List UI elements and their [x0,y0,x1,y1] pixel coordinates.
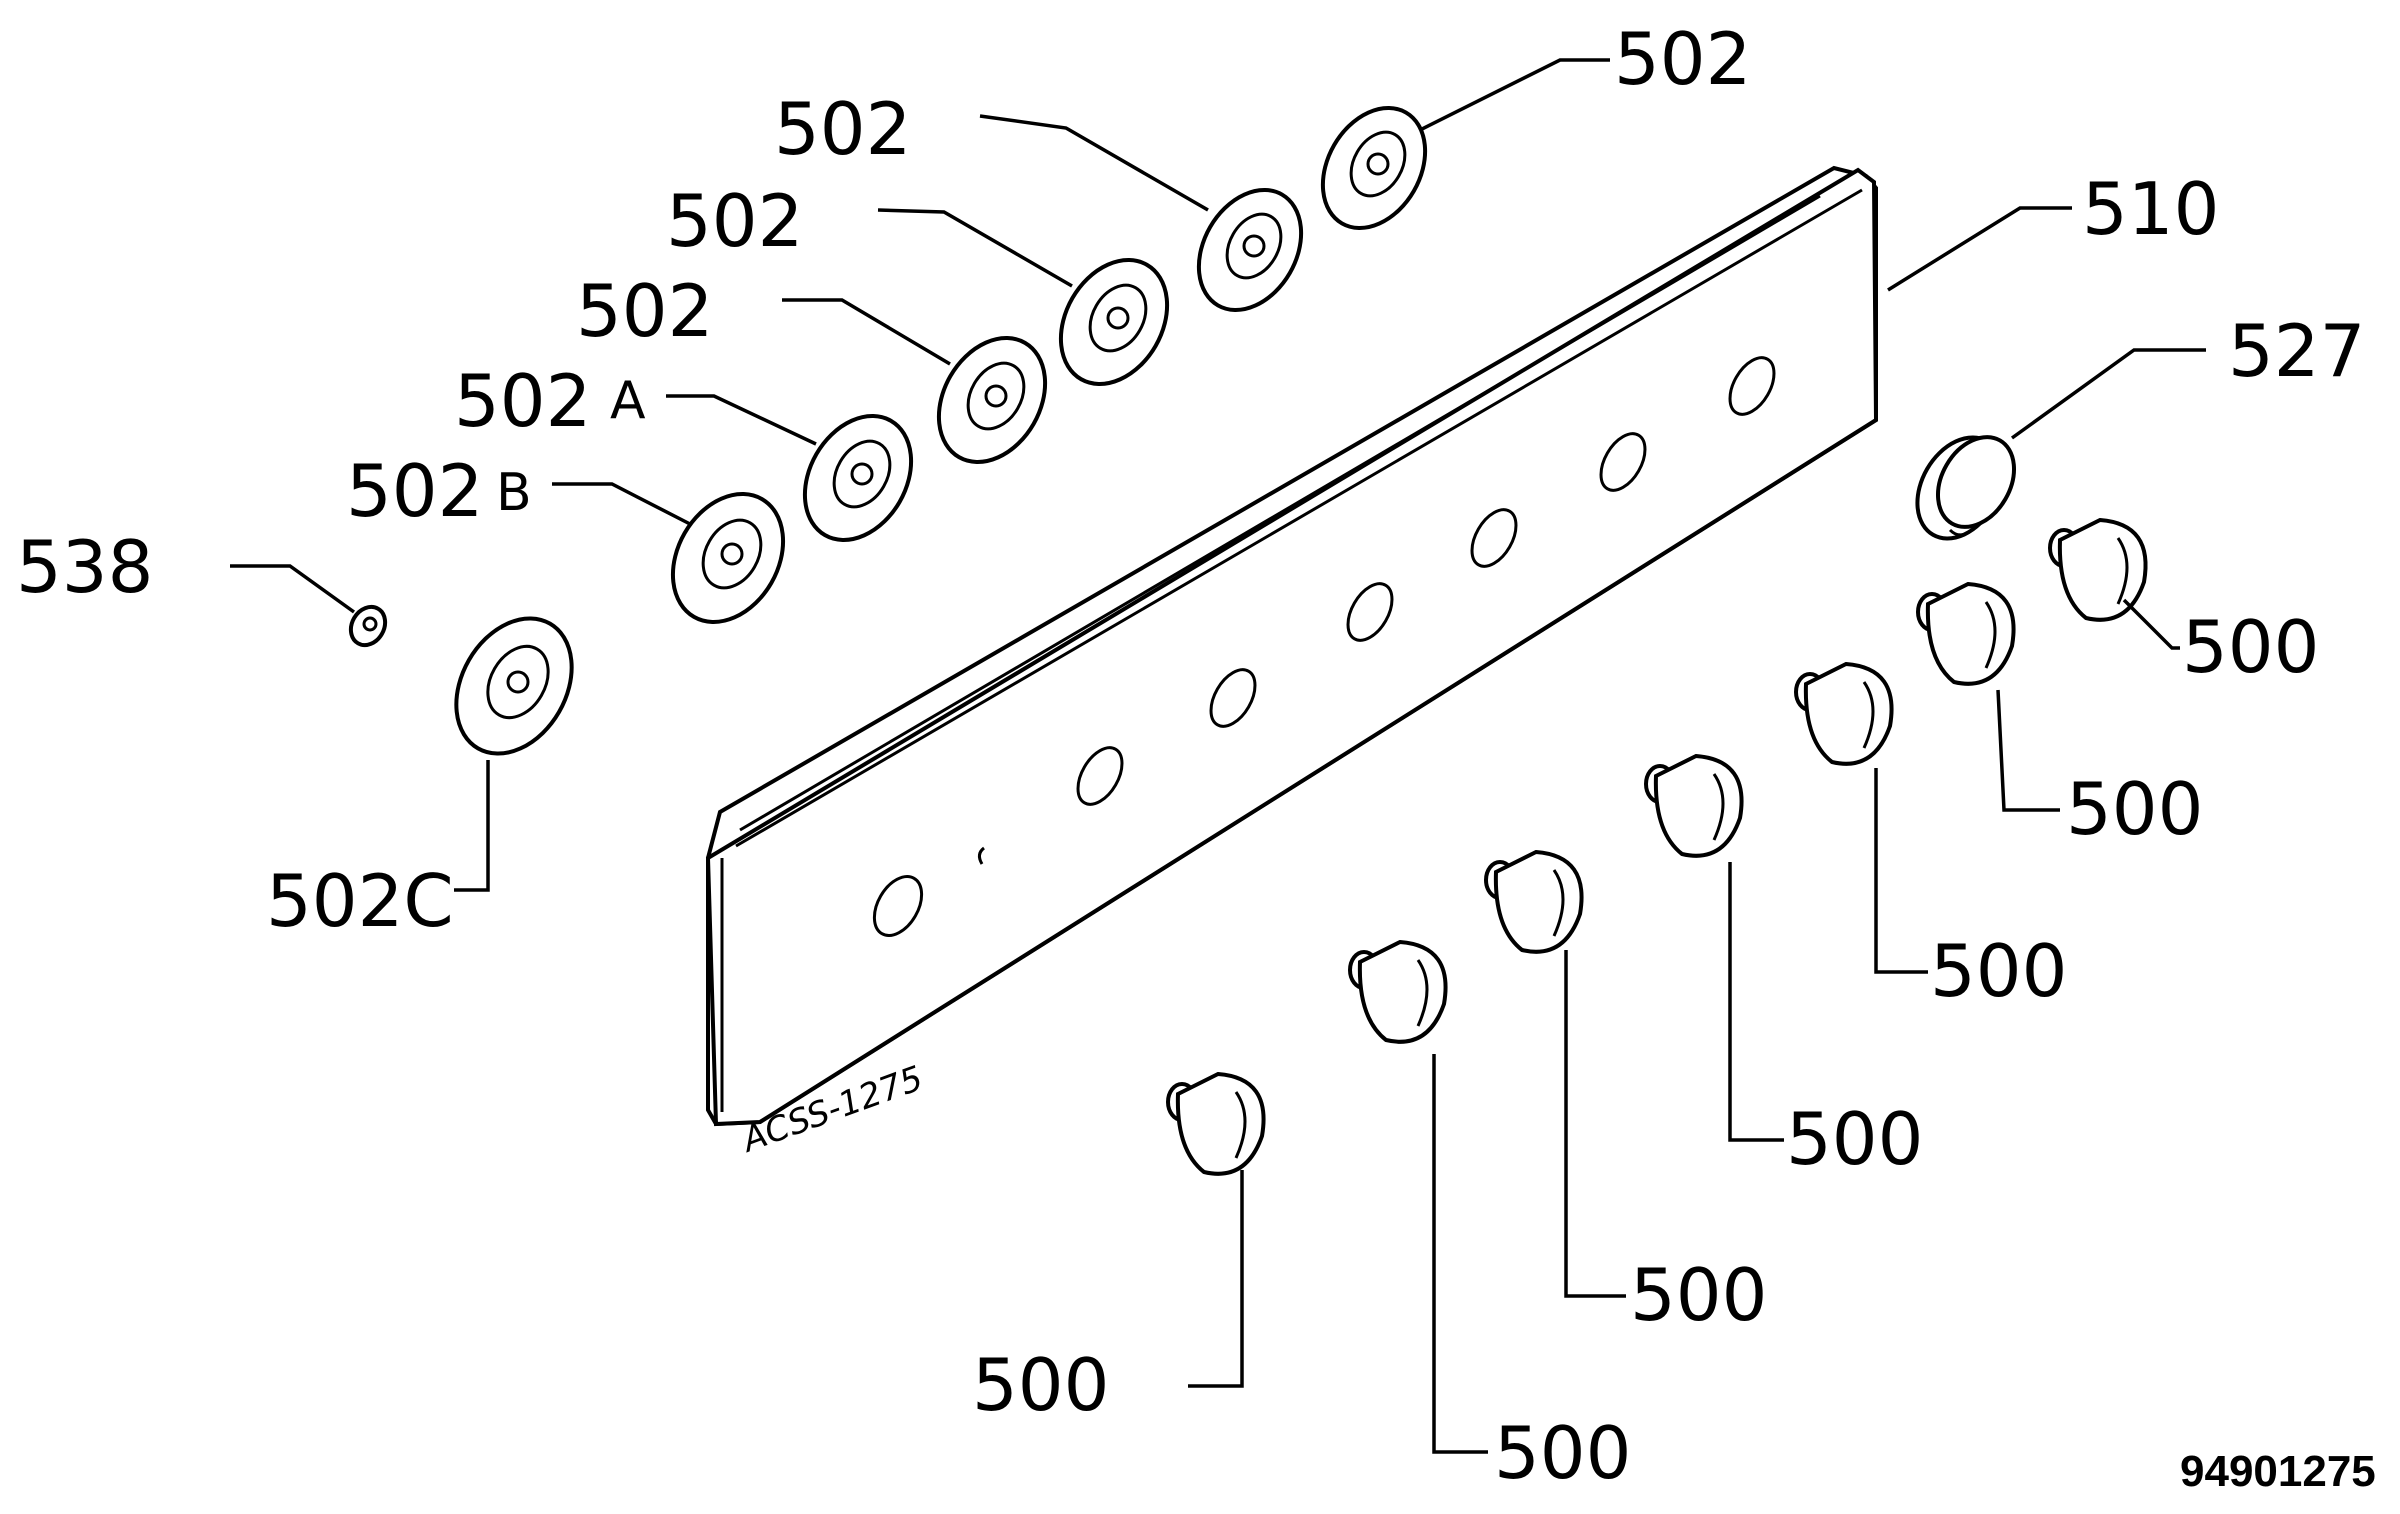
bezel-502b [670,492,786,624]
knob-500-4 [1644,753,1744,858]
label-500-1: 500 [2182,605,2319,689]
leader-lines [230,58,2206,1454]
knob-500-2 [1348,939,1448,1044]
control-panel-510: ACSS-1275 [705,165,1879,1161]
label-502b-suffix: B [496,463,532,523]
part-labels: 502 502 502 502 502 A 502 B 538 502C 510… [16,17,2365,1495]
label-500-3: 500 [1930,929,2067,1013]
drawing-number: 94901275 [2180,1447,2376,1496]
bezel-502a [802,414,914,542]
bezel-502-2 [1196,187,1304,313]
nut-538 [348,604,388,648]
bezel-502-1 [1320,105,1428,231]
label-500-5: 500 [1630,1253,1767,1337]
label-510: 510 [2082,167,2219,251]
label-527: 527 [2228,309,2365,393]
label-500-4: 500 [1786,1097,1923,1181]
knob-500-3 [1484,849,1584,954]
label-500-2: 500 [2066,767,2203,851]
label-500-7: 500 [972,1343,1109,1427]
ring-527 [1915,435,2016,541]
bezel-502-3 [1058,258,1170,386]
label-502a-number: 502 [454,359,591,443]
label-502-2: 502 [774,87,911,171]
label-538: 538 [16,525,153,609]
knob-500-6 [1916,581,2016,686]
label-502a-suffix: A [610,371,646,431]
panel-holes [872,356,1776,937]
label-500-6: 500 [1494,1411,1631,1495]
bezel-502-4 [936,336,1048,464]
knob-500-1 [1166,1071,1266,1176]
label-502c: 502C [266,859,454,943]
label-502-4: 502 [576,269,713,353]
bezel-502c [454,616,574,756]
knob-500-7 [2048,517,2148,622]
knob-500-5 [1794,661,1894,766]
label-502-3: 502 [666,179,803,263]
label-502-1: 502 [1614,17,1751,101]
label-502b-number: 502 [346,449,483,533]
